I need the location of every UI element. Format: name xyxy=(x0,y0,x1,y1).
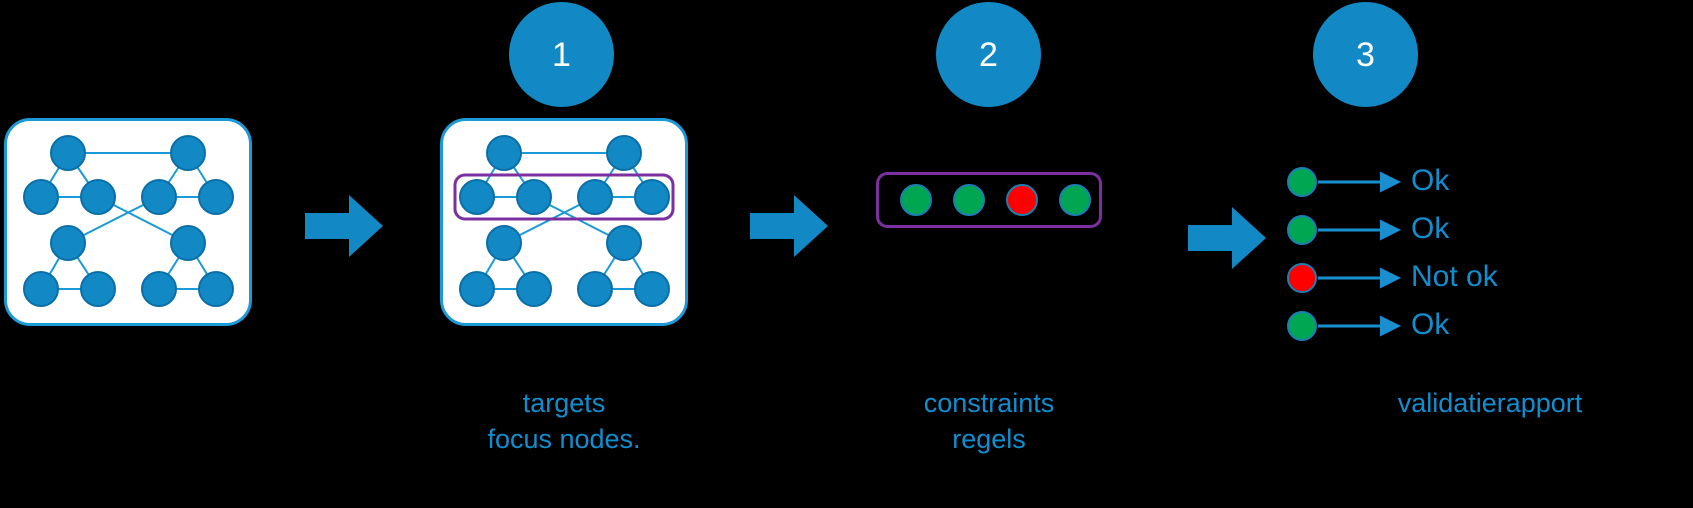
graph-node xyxy=(170,135,206,171)
constraints-caption-line-2: regels xyxy=(952,423,1026,454)
graph-node xyxy=(141,179,177,215)
constraints-caption-line-1: constraints xyxy=(923,388,1055,418)
graph-node-target xyxy=(516,179,552,215)
validation-report-connectors xyxy=(1287,167,1401,341)
graph-node-target xyxy=(459,179,495,215)
targets-caption-line-1: targets xyxy=(522,388,606,418)
report-status-dot-not-ok xyxy=(1287,263,1317,293)
report-status-dot-ok xyxy=(1287,167,1317,197)
arrow-right-icon xyxy=(305,195,383,257)
targets-caption-line-2: focus nodes. xyxy=(487,423,641,454)
graph-node xyxy=(80,179,116,215)
graph-node xyxy=(486,135,522,171)
report-row-label-4: Ok xyxy=(1411,308,1450,341)
constraint-shape-ok xyxy=(900,184,932,216)
graph-node xyxy=(486,225,522,261)
constraint-shape-ok xyxy=(953,184,985,216)
graph-node xyxy=(50,225,86,261)
report-caption: validatierapport xyxy=(1340,386,1640,422)
constraints-box-outline xyxy=(876,172,1102,228)
graph-node xyxy=(170,225,206,261)
graph-node xyxy=(80,271,116,307)
graph-node xyxy=(23,179,59,215)
report-row-label-3: Not ok xyxy=(1411,260,1498,293)
graph-node xyxy=(577,271,613,307)
targets-graph-svg xyxy=(453,135,675,307)
step-badge-1: 1 xyxy=(509,2,614,107)
constraints-caption: constraints regels xyxy=(869,386,1109,457)
targets-graph-panel xyxy=(440,118,688,326)
graph-node xyxy=(459,271,495,307)
data-graph-svg xyxy=(23,135,234,307)
data-graph-nodes xyxy=(23,135,234,307)
arrow-right-icon xyxy=(1188,207,1266,269)
graph-node xyxy=(634,271,670,307)
graph-node xyxy=(606,135,642,171)
validation-report xyxy=(1276,160,1576,350)
targets-caption: targets focus nodes. xyxy=(444,386,684,457)
report-status-dot-ok xyxy=(1287,215,1317,245)
report-caption-line-1: validatierapport xyxy=(1397,388,1583,418)
flow-arrow-3 xyxy=(1188,207,1266,269)
report-row-label-1: Ok xyxy=(1411,164,1450,197)
data-graph-edges xyxy=(40,152,217,290)
report-row-label-2: Ok xyxy=(1411,212,1450,245)
report-status-dot-ok xyxy=(1287,311,1317,341)
step-badge-2: 2 xyxy=(936,2,1041,107)
step-badge-1-number: 1 xyxy=(552,35,571,74)
target-selection-highlight xyxy=(453,173,675,221)
constraints-box xyxy=(876,172,1102,228)
targets-graph-nodes xyxy=(459,135,670,307)
graph-node xyxy=(23,271,59,307)
graph-node xyxy=(516,271,552,307)
step-badge-3: 3 xyxy=(1313,2,1418,107)
constraint-shape-not-ok xyxy=(1006,184,1038,216)
step-badge-2-number: 2 xyxy=(979,35,998,74)
step-badge-3-number: 3 xyxy=(1356,35,1375,74)
flow-arrow-1 xyxy=(305,195,383,257)
graph-node xyxy=(198,271,234,307)
graph-node xyxy=(141,271,177,307)
arrow-right-icon xyxy=(750,195,828,257)
flow-arrow-2 xyxy=(750,195,828,257)
graph-node xyxy=(198,179,234,215)
data-graph-panel xyxy=(4,118,252,326)
graph-node xyxy=(50,135,86,171)
graph-node xyxy=(606,225,642,261)
targets-graph-edges xyxy=(476,152,653,290)
constraint-shape-ok xyxy=(1059,184,1091,216)
graph-node-target xyxy=(577,179,613,215)
graph-node-target xyxy=(634,179,670,215)
